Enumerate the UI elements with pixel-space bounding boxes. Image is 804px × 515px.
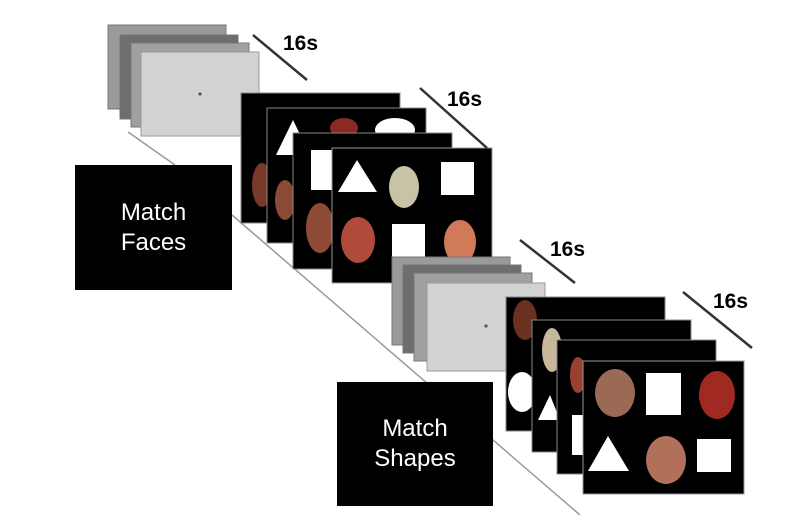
fixation-dot — [198, 92, 202, 96]
label-line-1: Match — [120, 198, 187, 226]
duration-slash-1 — [252, 34, 308, 81]
fixation-duration-label-2: 16s — [550, 238, 586, 261]
duration-slash-3 — [519, 239, 576, 284]
fixation-dot — [484, 324, 488, 328]
faces-duration-label: 16s — [447, 88, 483, 111]
shapes-card-stack — [505, 296, 745, 495]
faces-card-stack — [240, 92, 493, 284]
match-shapes-label: Match Shapes — [337, 382, 493, 506]
label-line-2: Shapes — [374, 445, 456, 472]
duration-slash-2 — [419, 87, 488, 149]
duration-slash-4 — [682, 291, 753, 349]
label-line-1: Match — [382, 415, 448, 442]
label-line-2: Faces — [120, 228, 187, 256]
fixation-stack-1 — [107, 24, 260, 137]
fixation-duration-label-1: 16s — [283, 32, 319, 55]
match-faces-label: Match Faces — [75, 165, 232, 290]
shapes-duration-label: 16s — [713, 290, 749, 313]
